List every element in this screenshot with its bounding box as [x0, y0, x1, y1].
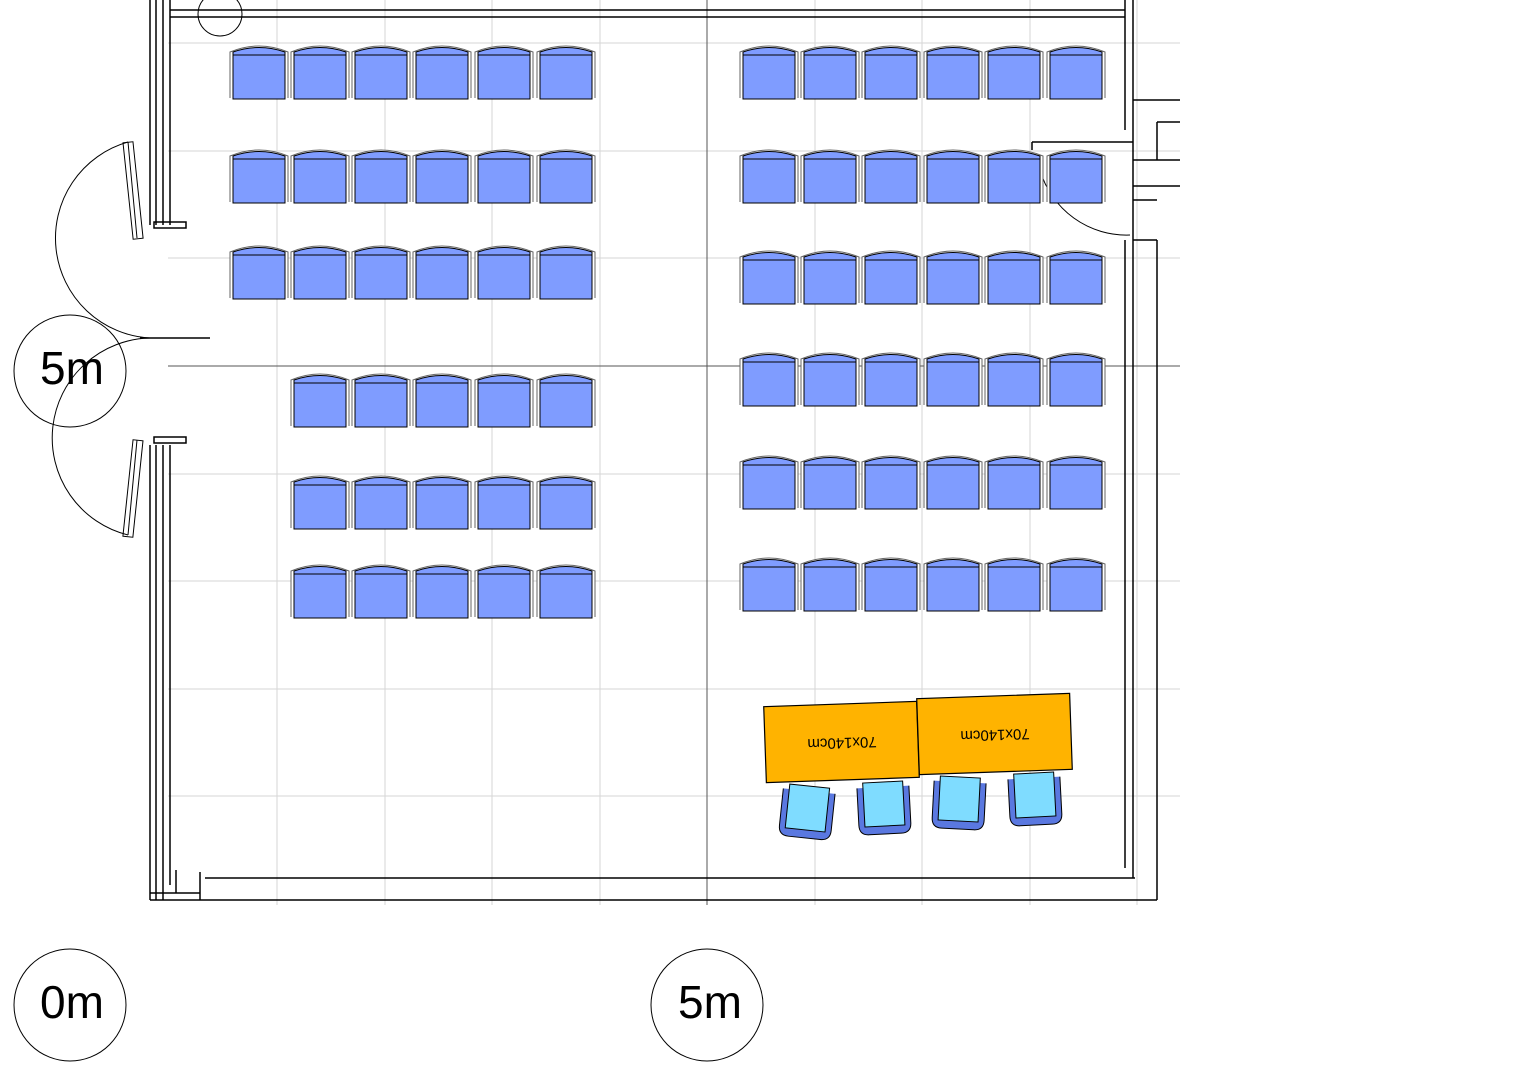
audience-chair: [351, 373, 411, 428]
audience-chair: [861, 250, 921, 305]
audience-chair: [984, 149, 1044, 204]
audience-chair: [290, 564, 350, 619]
audience-chair: [923, 557, 983, 612]
audience-chair: [984, 557, 1044, 612]
presenter-chair: [856, 780, 912, 836]
marker-horizontal-0m-label: 0m: [40, 976, 104, 1028]
audience-chair: [739, 149, 799, 204]
audience-chair: [536, 149, 596, 204]
marker-horizontal-5m: 5m: [650, 948, 764, 1062]
audience-chair: [412, 564, 472, 619]
presenter-chair: [931, 775, 987, 831]
audience-chair: [290, 45, 350, 100]
audience-chair: [351, 245, 411, 300]
table-1-label: 70x140cm: [807, 733, 877, 752]
marker-horizontal-5m-label: 5m: [678, 976, 742, 1028]
audience-chair: [861, 149, 921, 204]
audience-chair: [536, 475, 596, 530]
audience-chair: [412, 45, 472, 100]
table-2-label: 70x140cm: [960, 725, 1030, 744]
audience-chair: [800, 557, 860, 612]
audience-chair: [351, 475, 411, 530]
audience-chair: [1046, 352, 1106, 407]
audience-chair: [1046, 557, 1106, 612]
audience-chair: [739, 557, 799, 612]
audience-chair: [474, 564, 534, 619]
audience-chair: [229, 245, 289, 300]
audience-chair: [739, 455, 799, 510]
audience-chair: [1046, 45, 1106, 100]
audience-chair: [1046, 149, 1106, 204]
audience-chair: [861, 557, 921, 612]
presenter-tables: 70x140cm 70x140cm: [763, 692, 1073, 784]
audience-chair: [351, 45, 411, 100]
audience-seating: [229, 45, 1106, 619]
audience-chair: [474, 475, 534, 530]
audience-chair: [290, 475, 350, 530]
audience-chair: [923, 149, 983, 204]
walls: [140, 0, 1180, 901]
audience-chair: [923, 250, 983, 305]
scale-markers: 5m 0m 5m: [13, 314, 764, 1062]
audience-chair: [474, 373, 534, 428]
audience-chair: [412, 245, 472, 300]
audience-chair: [984, 250, 1044, 305]
audience-chair: [290, 245, 350, 300]
table-1: 70x140cm: [763, 700, 920, 784]
audience-chair: [229, 149, 289, 204]
audience-chair: [412, 475, 472, 530]
audience-chair: [923, 352, 983, 407]
audience-chair: [412, 149, 472, 204]
audience-chair: [1046, 455, 1106, 510]
audience-chair: [984, 455, 1044, 510]
audience-chair: [351, 149, 411, 204]
audience-chair: [536, 245, 596, 300]
audience-chair: [800, 45, 860, 100]
presenter-chairs: [778, 771, 1063, 841]
audience-chair: [290, 373, 350, 428]
audience-chair: [739, 45, 799, 100]
audience-chair: [861, 352, 921, 407]
presenter-chair: [1007, 771, 1063, 827]
audience-chair: [984, 45, 1044, 100]
marker-vertical-5m-label: 5m: [40, 342, 104, 394]
audience-chair: [474, 149, 534, 204]
marker-horizontal-0m: 0m: [13, 948, 127, 1062]
audience-chair: [800, 149, 860, 204]
audience-chair: [536, 45, 596, 100]
audience-chair: [923, 45, 983, 100]
audience-chair: [229, 45, 289, 100]
audience-chair: [412, 373, 472, 428]
audience-chair: [474, 245, 534, 300]
audience-chair: [861, 455, 921, 510]
audience-chair: [984, 352, 1044, 407]
doors: [51, 0, 1131, 538]
audience-chair: [800, 250, 860, 305]
marker-vertical-5m: 5m: [13, 314, 127, 428]
presenter-chair: [778, 783, 836, 841]
table-2: 70x140cm: [916, 692, 1073, 776]
audience-chair: [536, 373, 596, 428]
audience-chair: [739, 250, 799, 305]
audience-chair: [536, 564, 596, 619]
audience-chair: [861, 45, 921, 100]
audience-chair: [351, 564, 411, 619]
audience-chair: [739, 352, 799, 407]
audience-chair: [290, 149, 350, 204]
audience-chair: [923, 455, 983, 510]
audience-chair: [800, 352, 860, 407]
audience-chair: [474, 45, 534, 100]
audience-chair: [1046, 250, 1106, 305]
audience-chair: [800, 455, 860, 510]
